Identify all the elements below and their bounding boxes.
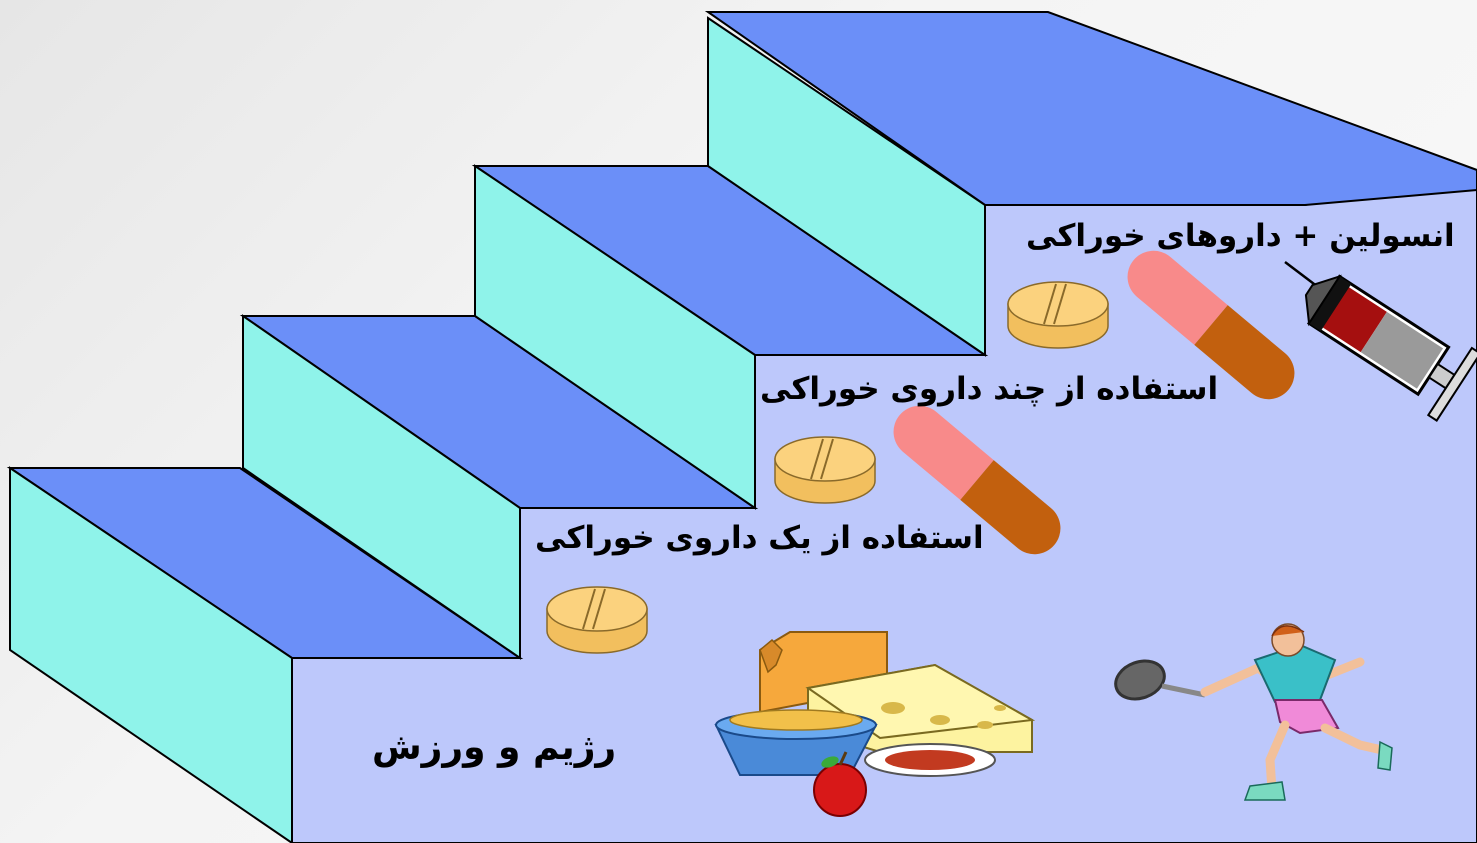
pill-tablet-icon: [546, 586, 648, 654]
step-1-label: رژیم و ورزش: [372, 727, 617, 768]
step-3-label: استفاده از چند داروی خوراکی: [760, 371, 1219, 407]
capsule-icon: [1127, 250, 1295, 400]
syringe-icon: [1304, 274, 1477, 422]
tennis-player-icon: [1114, 623, 1393, 801]
capsule-icon: [893, 405, 1061, 555]
step-4-riser: [707, 16, 986, 357]
step-2-riser: [242, 314, 521, 660]
pill-tablet-icon: [1007, 281, 1109, 349]
step-3-riser: [474, 164, 756, 510]
pill-tablet-icon: [774, 436, 876, 504]
food-icon: [714, 631, 1036, 817]
step-2-label: استفاده از یک داروی خوراکی: [535, 520, 984, 556]
step-1-riser: [9, 466, 293, 843]
step-4-label: انسولین + داروهای خوراکی: [1026, 218, 1455, 254]
